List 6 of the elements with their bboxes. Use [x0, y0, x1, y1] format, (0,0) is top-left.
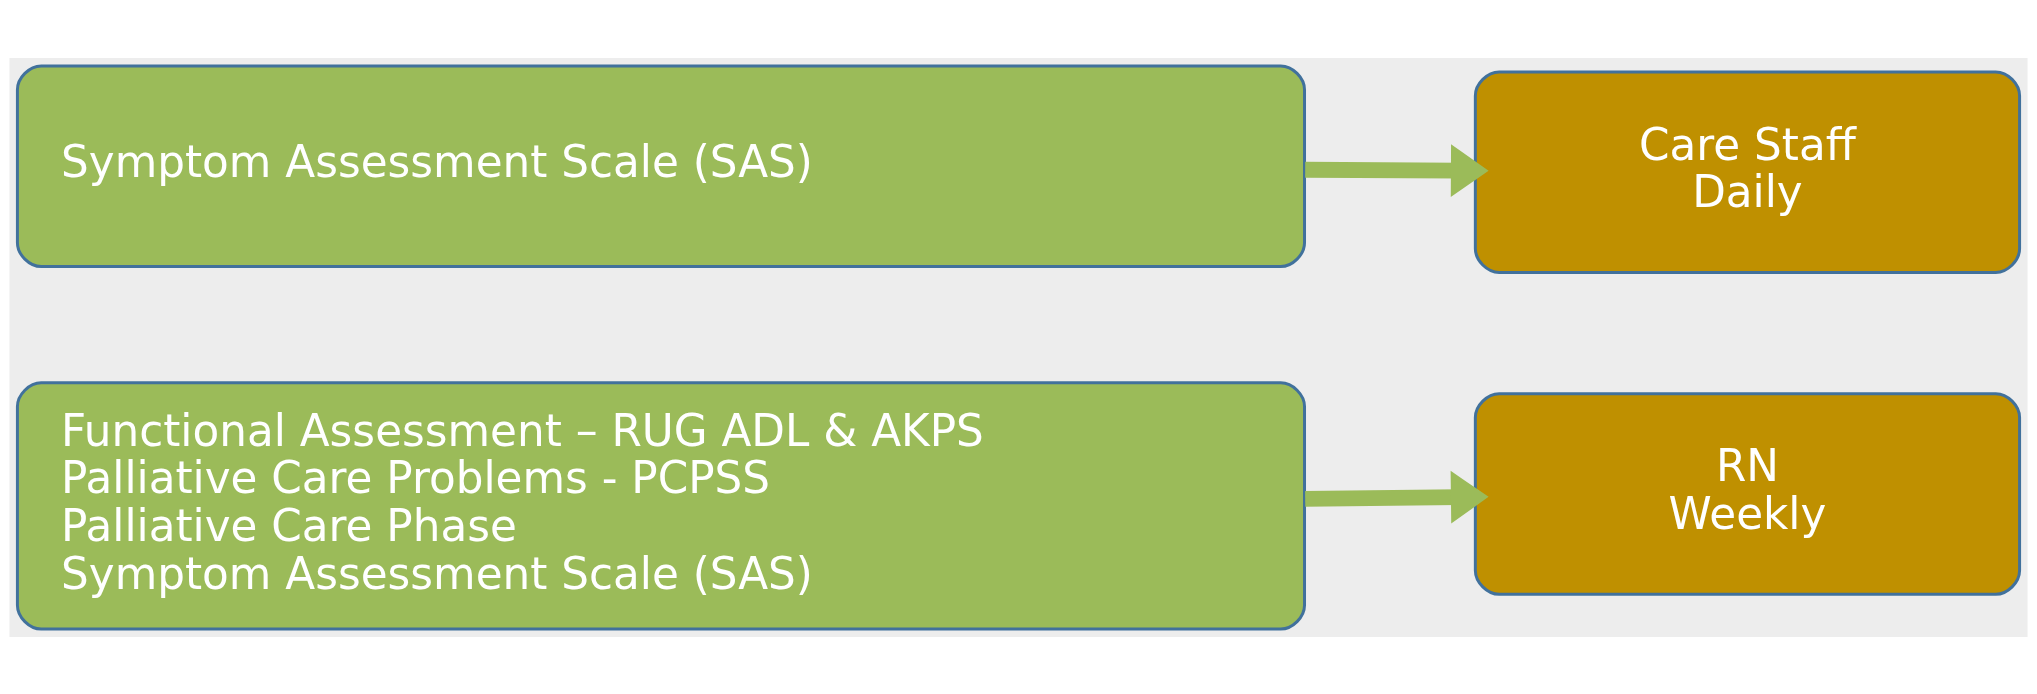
node-box: Functional Assessment – RUG ADL & AKPS Palliative Care Problems - PCPSS Palliative Care Phase Symptom Assessment Scale (SAS): [15, 380, 1306, 631]
node-box: Symptom Assessment Scale (SAS): [15, 63, 1306, 268]
arrow: [1305, 143, 1489, 197]
arrow: [1305, 470, 1489, 524]
node-box: RN Weekly: [1473, 391, 2022, 596]
node-box: Care Staff Daily: [1473, 69, 2022, 274]
